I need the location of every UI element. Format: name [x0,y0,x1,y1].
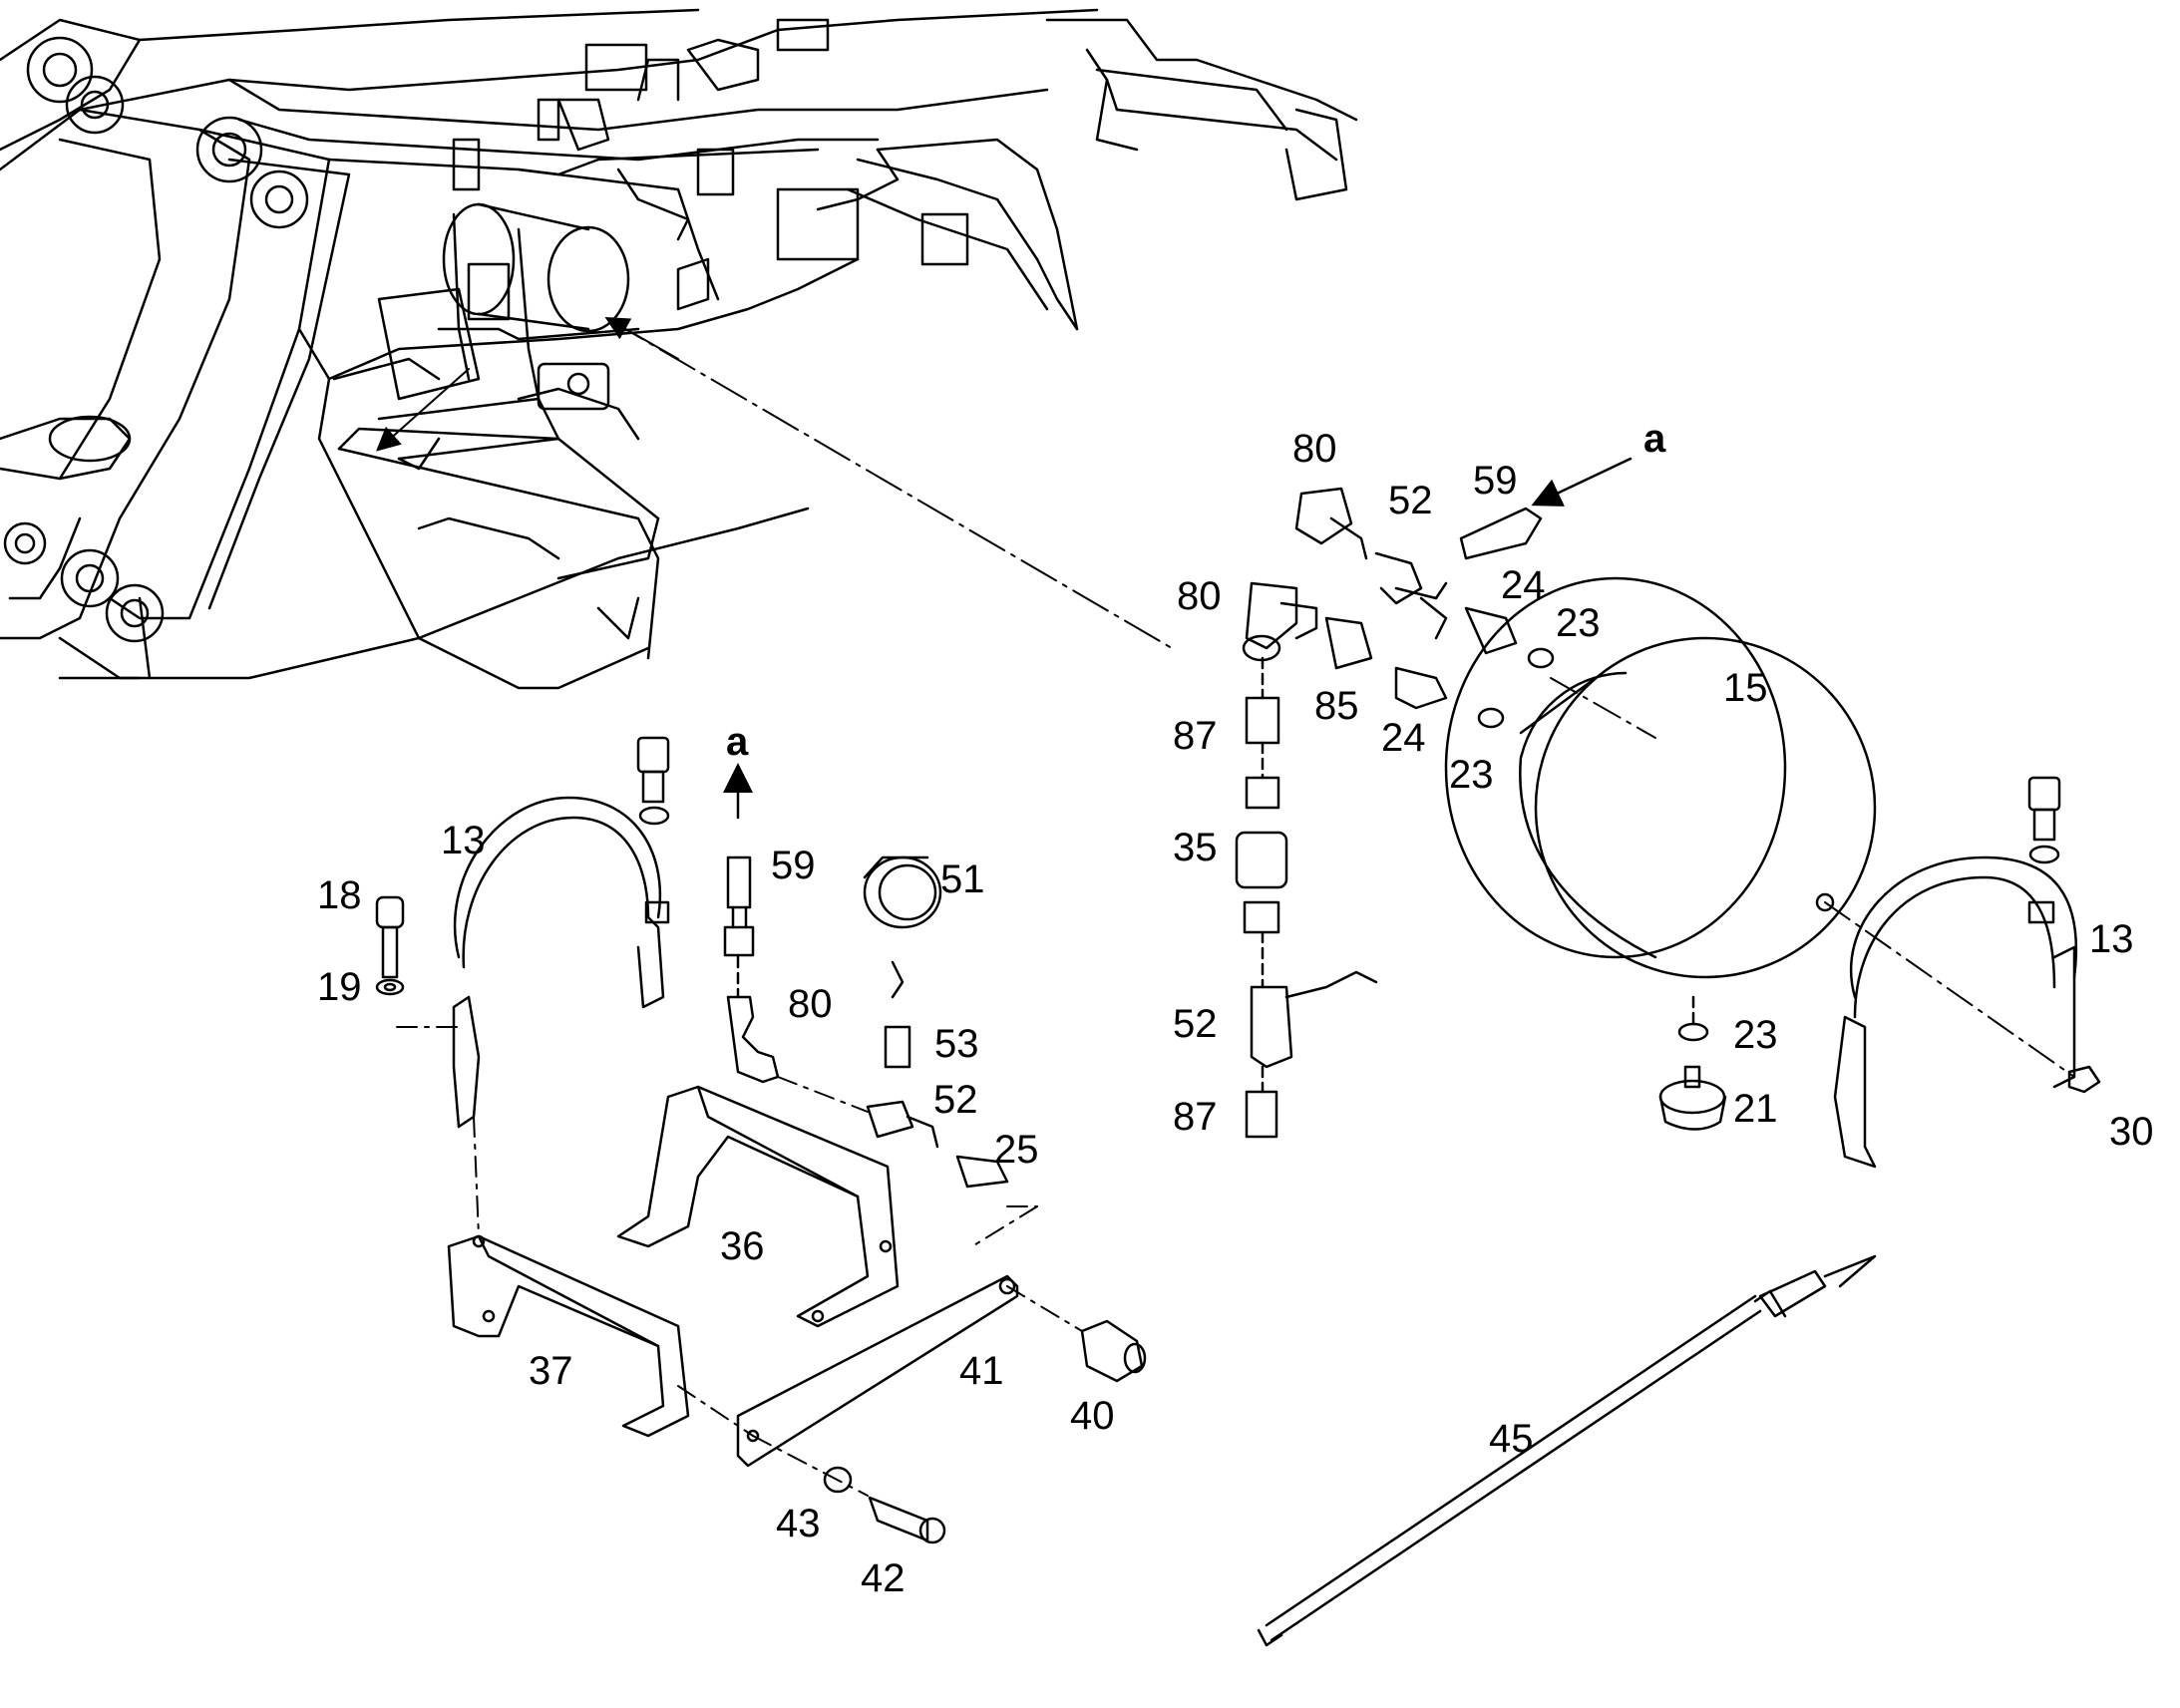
callout-85: 85 [1314,684,1359,728]
callout-ref-a-left: a [726,720,749,764]
callout-43: 43 [776,1502,821,1545]
callout-21: 21 [1733,1087,1778,1131]
plug-30 [2067,1065,2101,1094]
callout-53: 53 [934,1022,979,1066]
callout-45: 45 [1489,1417,1534,1461]
callout-59-left: 59 [771,844,816,887]
callout-18: 18 [317,873,362,917]
callout-87-top: 87 [1173,714,1218,758]
fittings-column [1235,581,1378,1139]
bolt-42 [823,1466,946,1544]
machine-frame [0,8,1358,690]
silencer-59 [723,763,780,1084]
callout-25: 25 [994,1128,1039,1172]
callout-13-right: 13 [2089,917,2134,961]
gauge-51 [863,855,1009,1189]
fitting-40 [1080,1319,1147,1383]
bracket-36 [616,1085,900,1328]
plate-41 [736,1274,1019,1468]
callout-40: 40 [1070,1394,1115,1438]
callout-51: 51 [940,857,985,901]
callout-23-top: 23 [1556,601,1601,645]
callout-42: 42 [861,1556,906,1600]
callout-19: 19 [317,965,362,1009]
leader-line [607,318,1173,649]
frame-air-tank [442,202,630,401]
bracket-37 [447,1234,690,1438]
strap-13-left [452,736,670,1129]
strap-13-right [1833,776,2078,1169]
air-tank-15 [1444,576,1877,979]
callout-ref-a-top: a [1643,417,1666,461]
callout-13-left: 13 [441,819,486,862]
callout-87-low: 87 [1173,1095,1218,1139]
callout-15: 15 [1723,666,1768,710]
callout-37: 37 [529,1349,573,1393]
drain-valve-21 [1658,995,1727,1131]
callout-41: 41 [959,1349,1004,1393]
callout-35: 35 [1173,826,1218,869]
callout-52-mid: 52 [1173,1002,1218,1046]
upper-fittings [1294,487,1555,729]
callout-52-low: 52 [933,1078,978,1122]
callout-52-top: 52 [1388,479,1433,522]
callout-80-mid: 80 [1177,574,1222,618]
callout-23-low: 23 [1733,1013,1778,1057]
rod-45 [1257,1254,1877,1647]
callout-30: 30 [2109,1110,2154,1154]
bolt-18 [375,895,405,996]
callout-80-top: 80 [1292,427,1337,471]
callout-80-left: 80 [788,982,833,1026]
callout-36: 36 [720,1224,765,1268]
callout-23-mid: 23 [1449,753,1494,797]
callout-24-top: 24 [1501,563,1546,607]
callout-24-mid: 24 [1381,716,1426,760]
callout-59-top: 59 [1473,459,1518,503]
